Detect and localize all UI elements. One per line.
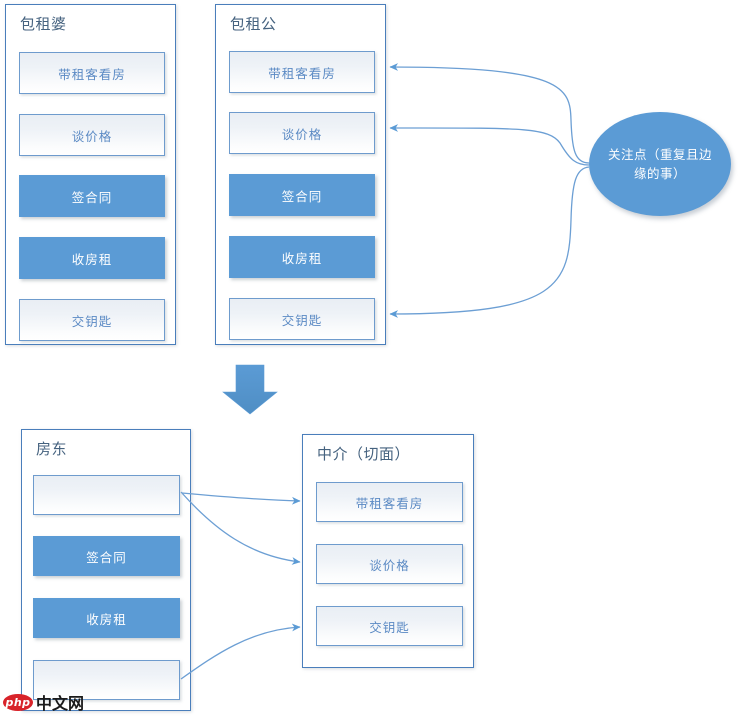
callout-label: 关注点（重复且边缘的事）: [607, 146, 712, 181]
activity-box-empty[interactable]: [33, 660, 180, 700]
watermark: php 中文网: [3, 690, 84, 714]
activity-box[interactable]: 谈价格: [229, 112, 375, 154]
activity-box[interactable]: 签合同: [33, 536, 180, 576]
lane-baozugong: 包租公 带租客看房 谈价格 签合同 收房租 交钥匙: [215, 4, 386, 345]
watermark-badge: php: [3, 693, 33, 711]
activity-box[interactable]: 带租客看房: [316, 482, 463, 522]
lane-fangdong: 房东 签合同 收房租: [21, 429, 191, 711]
lane-baozupo: 包租婆 带租客看房 谈价格 签合同 收房租 交钥匙: [5, 4, 176, 345]
lane-title-baozugong: 包租公: [230, 15, 277, 33]
connector-fangdong-to-jiage: [180, 491, 301, 565]
lane-title-fangdong: 房东: [36, 440, 68, 458]
activity-box[interactable]: 交钥匙: [19, 299, 165, 341]
activity-box[interactable]: 签合同: [229, 174, 375, 216]
activity-box-empty[interactable]: [33, 475, 180, 515]
activity-box[interactable]: 交钥匙: [316, 606, 463, 646]
activity-box[interactable]: 收房租: [19, 237, 165, 279]
watermark-text: 中文网: [36, 694, 85, 713]
connector-callout-to-kanfang: [389, 63, 590, 164]
activity-box[interactable]: 交钥匙: [229, 298, 375, 340]
connector-fangdong-to-yaoshi: [180, 623, 301, 680]
activity-box[interactable]: 谈价格: [19, 114, 165, 156]
activity-box[interactable]: 签合同: [19, 175, 165, 217]
activity-box[interactable]: 收房租: [33, 598, 180, 638]
activity-box[interactable]: 带租客看房: [229, 51, 375, 93]
connector-fangdong-to-kanfang: [181, 492, 301, 505]
lane-title-baozupo: 包租婆: [20, 15, 67, 33]
activity-box[interactable]: 带租客看房: [19, 52, 165, 94]
lane-zhongjie: 中介（切面） 带租客看房 谈价格 交钥匙: [302, 434, 474, 668]
callout-ellipse[interactable]: 关注点（重复且边缘的事）: [589, 112, 731, 216]
down-arrow-icon: [222, 364, 278, 415]
connector-callout-to-yaoshi: [389, 166, 590, 318]
activity-box[interactable]: 谈价格: [316, 544, 463, 584]
lane-title-zhongjie: 中介（切面）: [317, 445, 411, 463]
activity-box[interactable]: 收房租: [229, 236, 375, 278]
connector-callout-to-jiage: [389, 124, 590, 166]
